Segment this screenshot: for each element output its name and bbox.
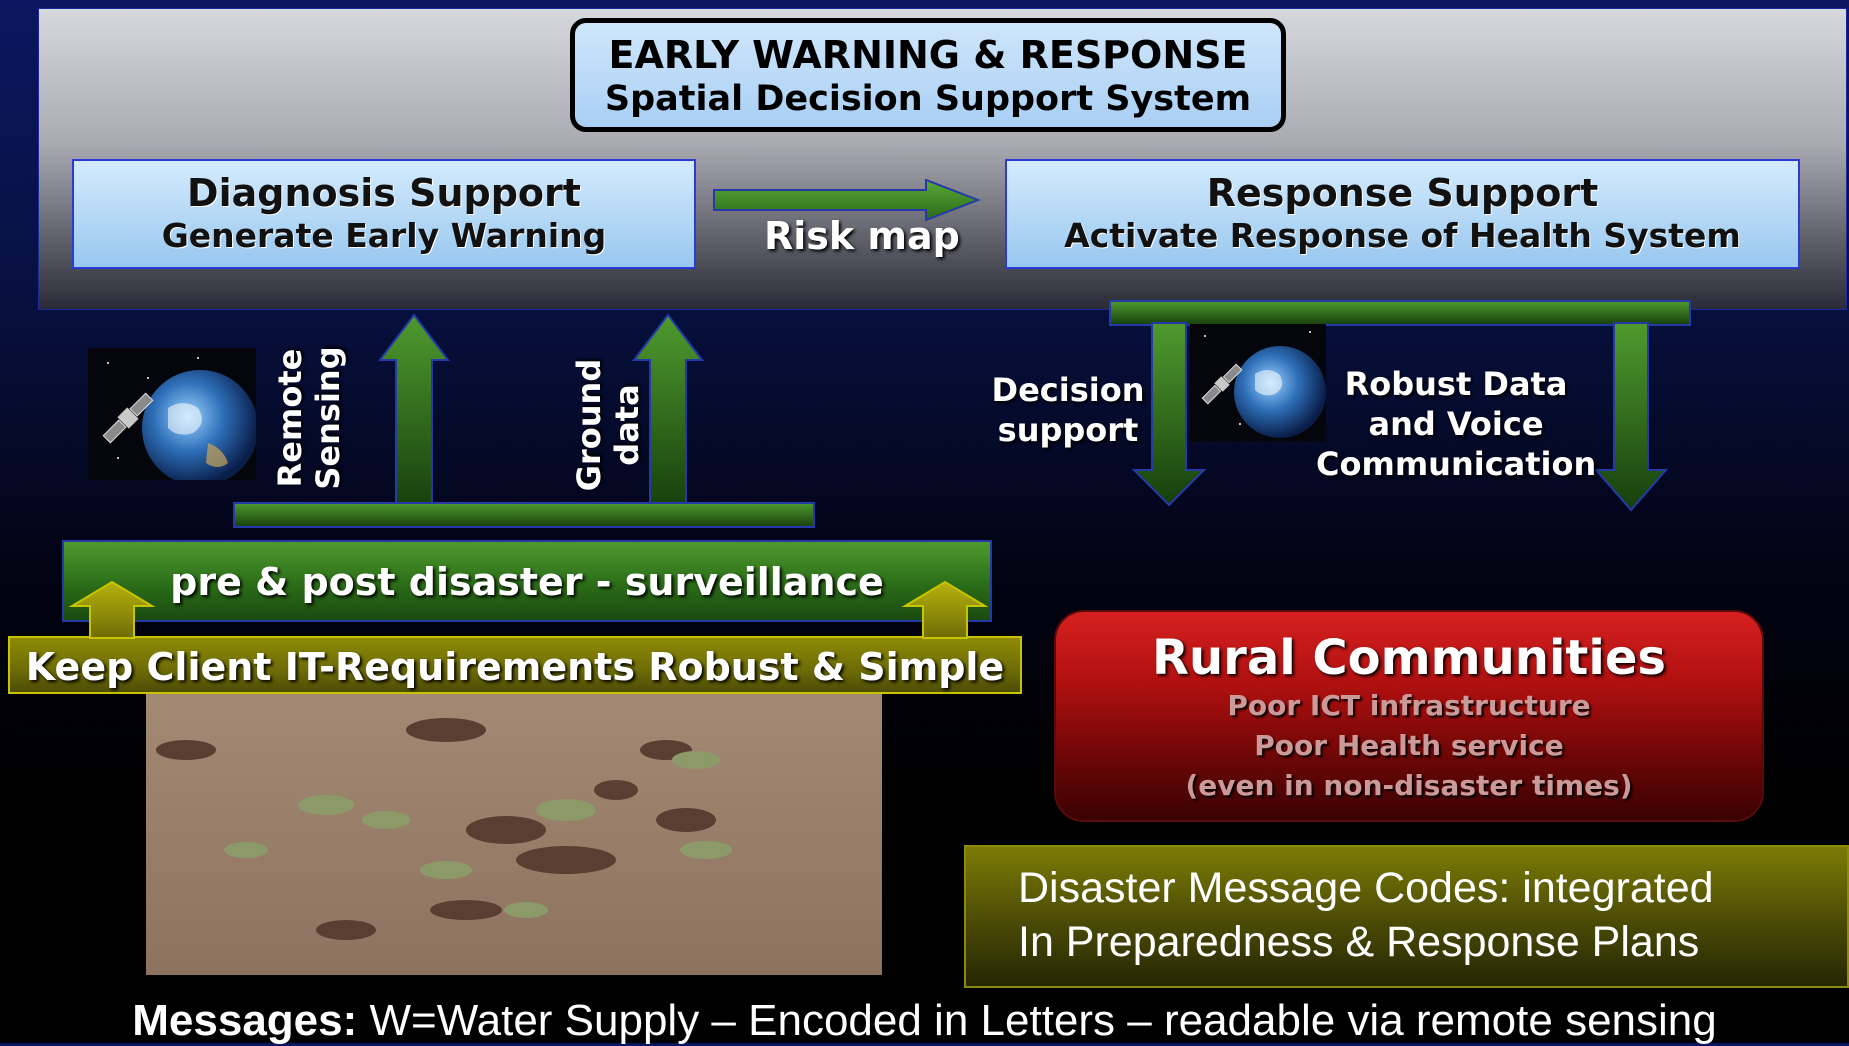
message-codes-box: Disaster Message Codes: integrated In Pr… <box>964 845 1849 988</box>
keep-requirements-bar <box>8 636 1022 694</box>
remote-sensing-up-arrow <box>377 313 451 511</box>
messages-text: W=Water Supply – Encoded in Letters – re… <box>357 996 1717 1045</box>
codes-line2: In Preparedness & Response Plans <box>1018 918 1700 966</box>
surveillance-bar <box>62 540 992 622</box>
right-up-arrow-yellow <box>901 580 989 639</box>
collector-bar-right <box>1109 300 1691 326</box>
rural-title: Rural Communities <box>1152 630 1666 686</box>
title-line2: Spatial Decision Support System <box>604 79 1252 119</box>
communication-down-arrow <box>1593 322 1669 512</box>
title-box: EARLY WARNING & RESPONSE Spatial Decisio… <box>570 18 1286 132</box>
diagnosis-support-box: Diagnosis Support Generate Early Warning <box>72 159 696 269</box>
rural-communities-box: Rural Communities Poor ICT infrastructur… <box>1054 610 1764 822</box>
rural-line3: (even in non-disaster times) <box>1185 769 1633 802</box>
response-support-box: Response Support Activate Response of He… <box>1005 159 1800 269</box>
response-title: Response Support <box>1206 171 1599 215</box>
decision-support-down-arrow <box>1131 322 1207 507</box>
earth-satellite-icon <box>1190 324 1326 442</box>
ground-data-up-arrow <box>631 313 705 511</box>
messages-label: Messages: <box>132 996 358 1045</box>
earth-satellite-icon <box>88 348 256 480</box>
desert-photo <box>146 690 882 975</box>
messages-footer: Messages: W=Water Supply – Encoded in Le… <box>0 996 1849 1046</box>
diagnosis-subtitle: Generate Early Warning <box>161 216 607 255</box>
codes-line1: Disaster Message Codes: integrated <box>1018 864 1714 912</box>
keep-requirements-label: Keep Client IT-Requirements Robust & Sim… <box>25 645 1005 689</box>
risk-map-arrow <box>713 178 981 222</box>
title-line1: EARLY WARNING & RESPONSE <box>608 33 1248 77</box>
diagnosis-title: Diagnosis Support <box>187 171 581 215</box>
surveillance-label: pre & post disaster - surveillance <box>170 560 884 604</box>
rural-line1: Poor ICT infrastructure <box>1227 689 1591 722</box>
risk-map-label: Risk map <box>764 214 960 258</box>
rural-line2: Poor Health service <box>1254 729 1564 762</box>
left-up-arrow-yellow <box>68 580 156 639</box>
response-subtitle: Activate Response of Health System <box>1064 216 1741 255</box>
collector-bar-left <box>233 502 815 528</box>
